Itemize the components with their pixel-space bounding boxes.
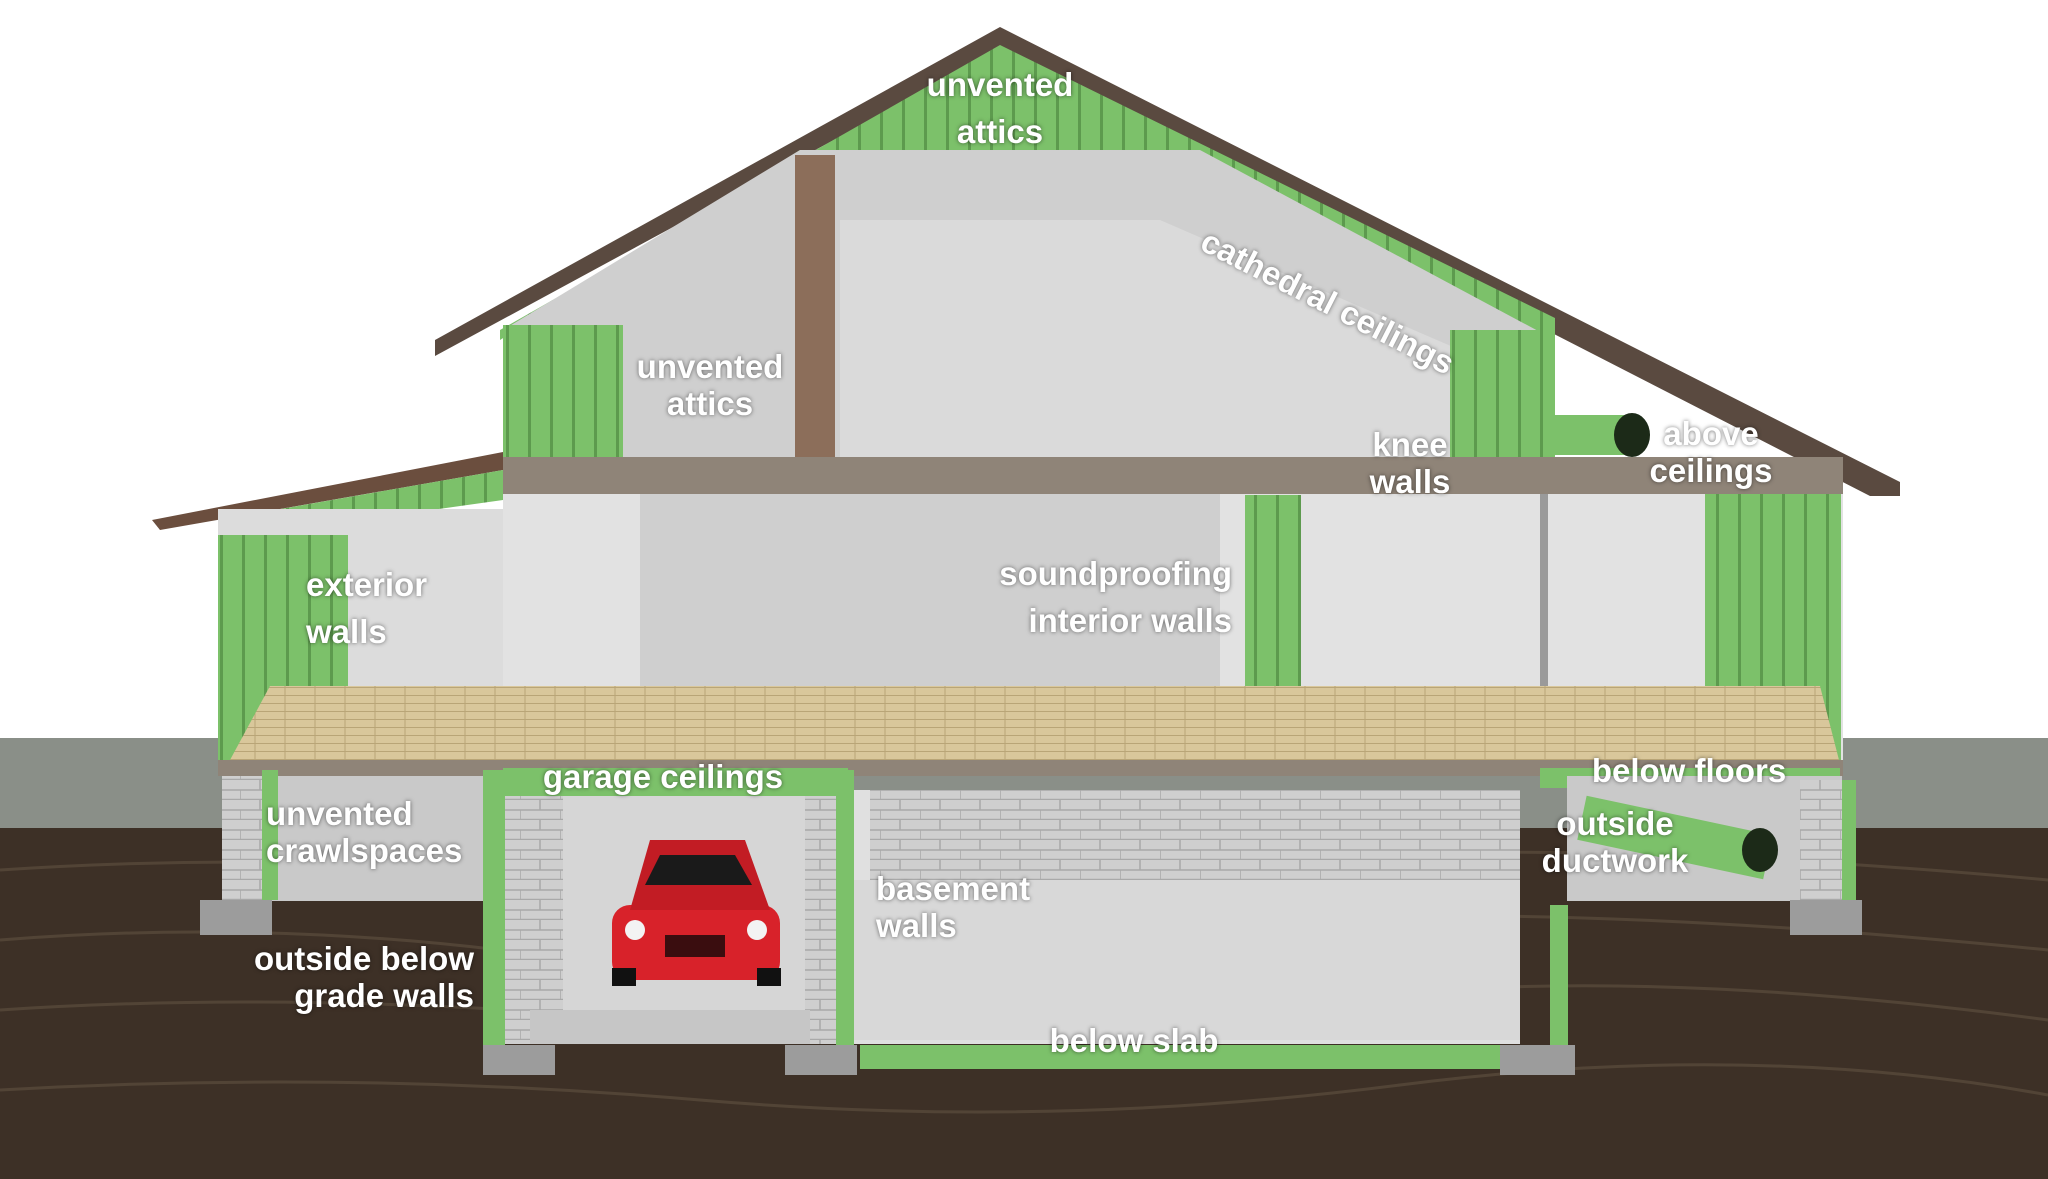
label-below-slab: below slab: [1050, 1022, 1219, 1059]
label-exterior-walls: exterior walls: [306, 566, 427, 650]
label-line: interior walls: [1028, 602, 1232, 639]
label-outside-ductwork: outside ductwork: [1542, 805, 1689, 879]
wood-floor: [230, 686, 1840, 764]
car: [612, 840, 781, 986]
label-line: soundproofing: [999, 555, 1232, 592]
label-line: exterior: [306, 566, 428, 603]
label-line: crawlspaces: [266, 832, 463, 869]
label-unvented-attics-top: unvented attics: [927, 66, 1074, 150]
label-line: walls: [306, 613, 387, 650]
label-knee-walls: knee walls: [1370, 426, 1451, 500]
label-line: outside below: [253, 940, 474, 977]
label-basement-walls: basement walls: [876, 870, 1030, 944]
label-line: garage ceilings: [542, 758, 784, 795]
main-roof: [435, 27, 1900, 496]
label-line: basement: [876, 870, 1031, 907]
label-above-ceilings: above ceilings: [1650, 415, 1773, 489]
label-line: ceilings: [1649, 452, 1773, 489]
label-garage-ceilings: garage ceilings: [543, 758, 783, 795]
label-line: attics: [666, 385, 754, 422]
label-outside-below-grade-walls: outside below grade walls: [254, 940, 474, 1014]
label-line: grade walls: [294, 977, 474, 1014]
label-line: below floors: [1591, 752, 1787, 789]
label-line: knee: [1372, 426, 1448, 463]
label-line: ductwork: [1541, 842, 1689, 879]
label-line: walls: [876, 907, 957, 944]
label-line: outside: [1556, 805, 1674, 842]
label-below-floors: below floors: [1592, 752, 1786, 789]
floor-slab: [503, 457, 1843, 494]
label-line: unvented: [266, 795, 413, 832]
label-line: above: [1663, 415, 1759, 452]
label-line: unvented: [926, 66, 1074, 103]
label-unvented-attics-left: unvented attics: [637, 348, 784, 422]
label-soundproofing-interior-walls: soundproofing interior walls: [999, 555, 1232, 639]
label-line: unvented: [636, 348, 784, 385]
label-line: below slab: [1049, 1022, 1219, 1059]
roof-insulation: [500, 45, 1555, 340]
label-line: attics: [956, 113, 1044, 150]
label-line: walls: [1369, 463, 1451, 500]
label-unvented-crawlspaces: unvented crawlspaces: [266, 795, 462, 869]
